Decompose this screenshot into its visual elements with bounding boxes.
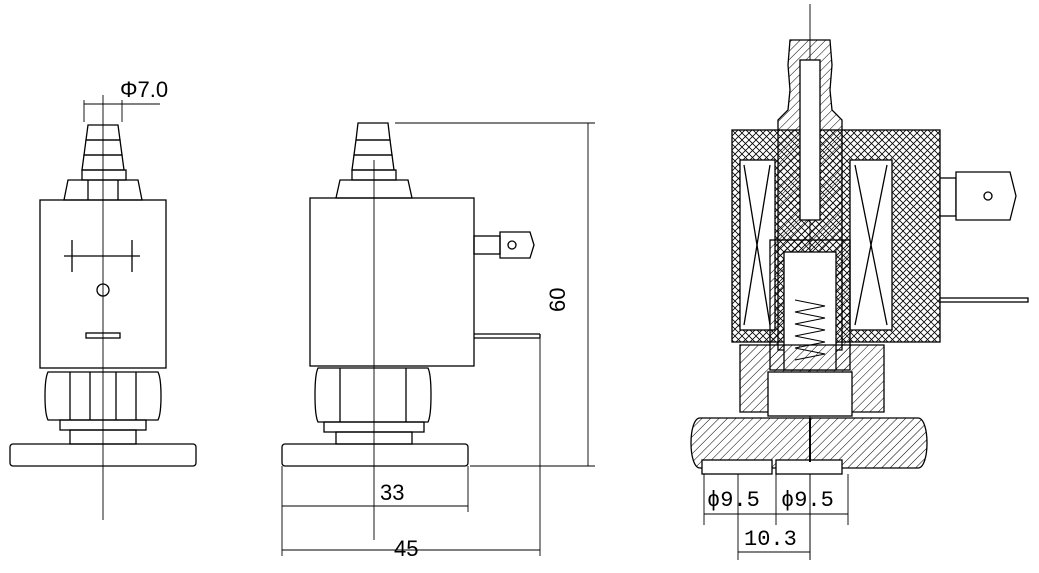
front-view [9, 95, 197, 520]
port-spacing-label: 10.3 [744, 527, 797, 552]
section-view [690, 4, 1029, 560]
tube-diameter-label: Φ7.0 [120, 77, 168, 102]
height-label: 60 [545, 288, 570, 312]
left-port-diameter-label: ϕ9.5 [707, 488, 760, 513]
base-width-label: 33 [380, 480, 404, 505]
right-port-diameter-label: ϕ9.5 [781, 488, 834, 513]
overall-width-label: 45 [394, 536, 418, 561]
side-view [281, 122, 595, 556]
